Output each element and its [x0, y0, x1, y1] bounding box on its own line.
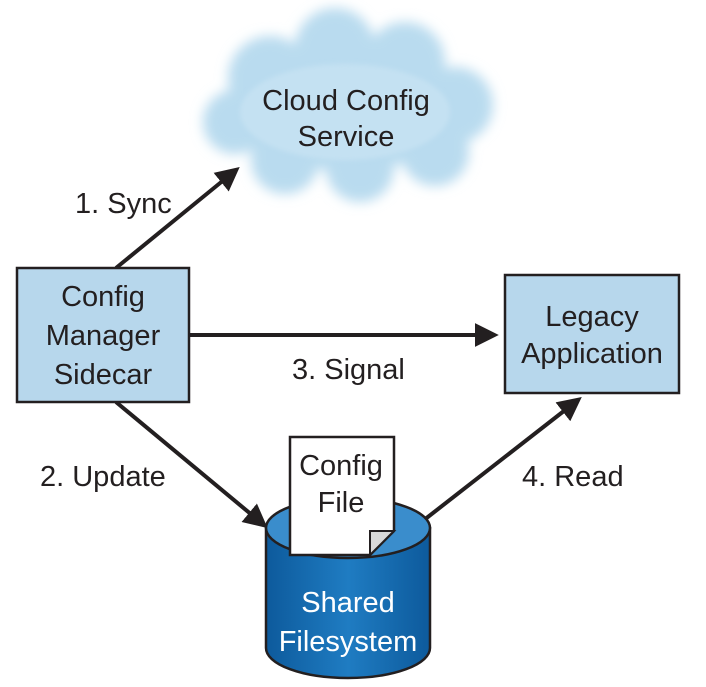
legacy-application: Legacy Application	[503, 273, 681, 395]
legacy-label-line1: Legacy	[545, 301, 639, 333]
sidecar-box	[15, 266, 191, 404]
config-manager-sidecar: Config Manager Sidecar	[15, 266, 191, 404]
file-label-line2: File	[318, 487, 365, 519]
cloud-label-line2: Service	[298, 121, 395, 153]
sidecar-label-line1: Config	[61, 281, 145, 313]
filesystem-label-line2: Filesystem	[279, 626, 418, 658]
file-label-line1: Config	[299, 450, 383, 482]
legacy-box	[503, 273, 681, 395]
cloud-label-line1: Cloud Config	[262, 85, 430, 117]
config-file: Config File	[288, 435, 397, 558]
edge-label-sync: 1. Sync	[75, 188, 172, 220]
cloud-config-service: Cloud Config Service	[203, 8, 493, 202]
sidecar-label-line3: Sidecar	[54, 359, 153, 391]
sidecar-label-line2: Manager	[46, 320, 161, 352]
cylinder-body	[264, 526, 432, 680]
legacy-label-line2: Application	[521, 338, 663, 370]
arrows	[114, 166, 582, 529]
edge-label-signal: 3. Signal	[292, 354, 405, 386]
arrow-update	[114, 400, 268, 529]
edge-label-update: 2. Update	[40, 461, 166, 493]
arrow-sync	[114, 166, 240, 270]
edge-label-read: 4. Read	[522, 461, 624, 493]
filesystem-label-line1: Shared	[301, 587, 395, 619]
file-fold	[369, 530, 397, 558]
cloud-core	[240, 64, 450, 160]
arrow-read	[422, 397, 582, 522]
